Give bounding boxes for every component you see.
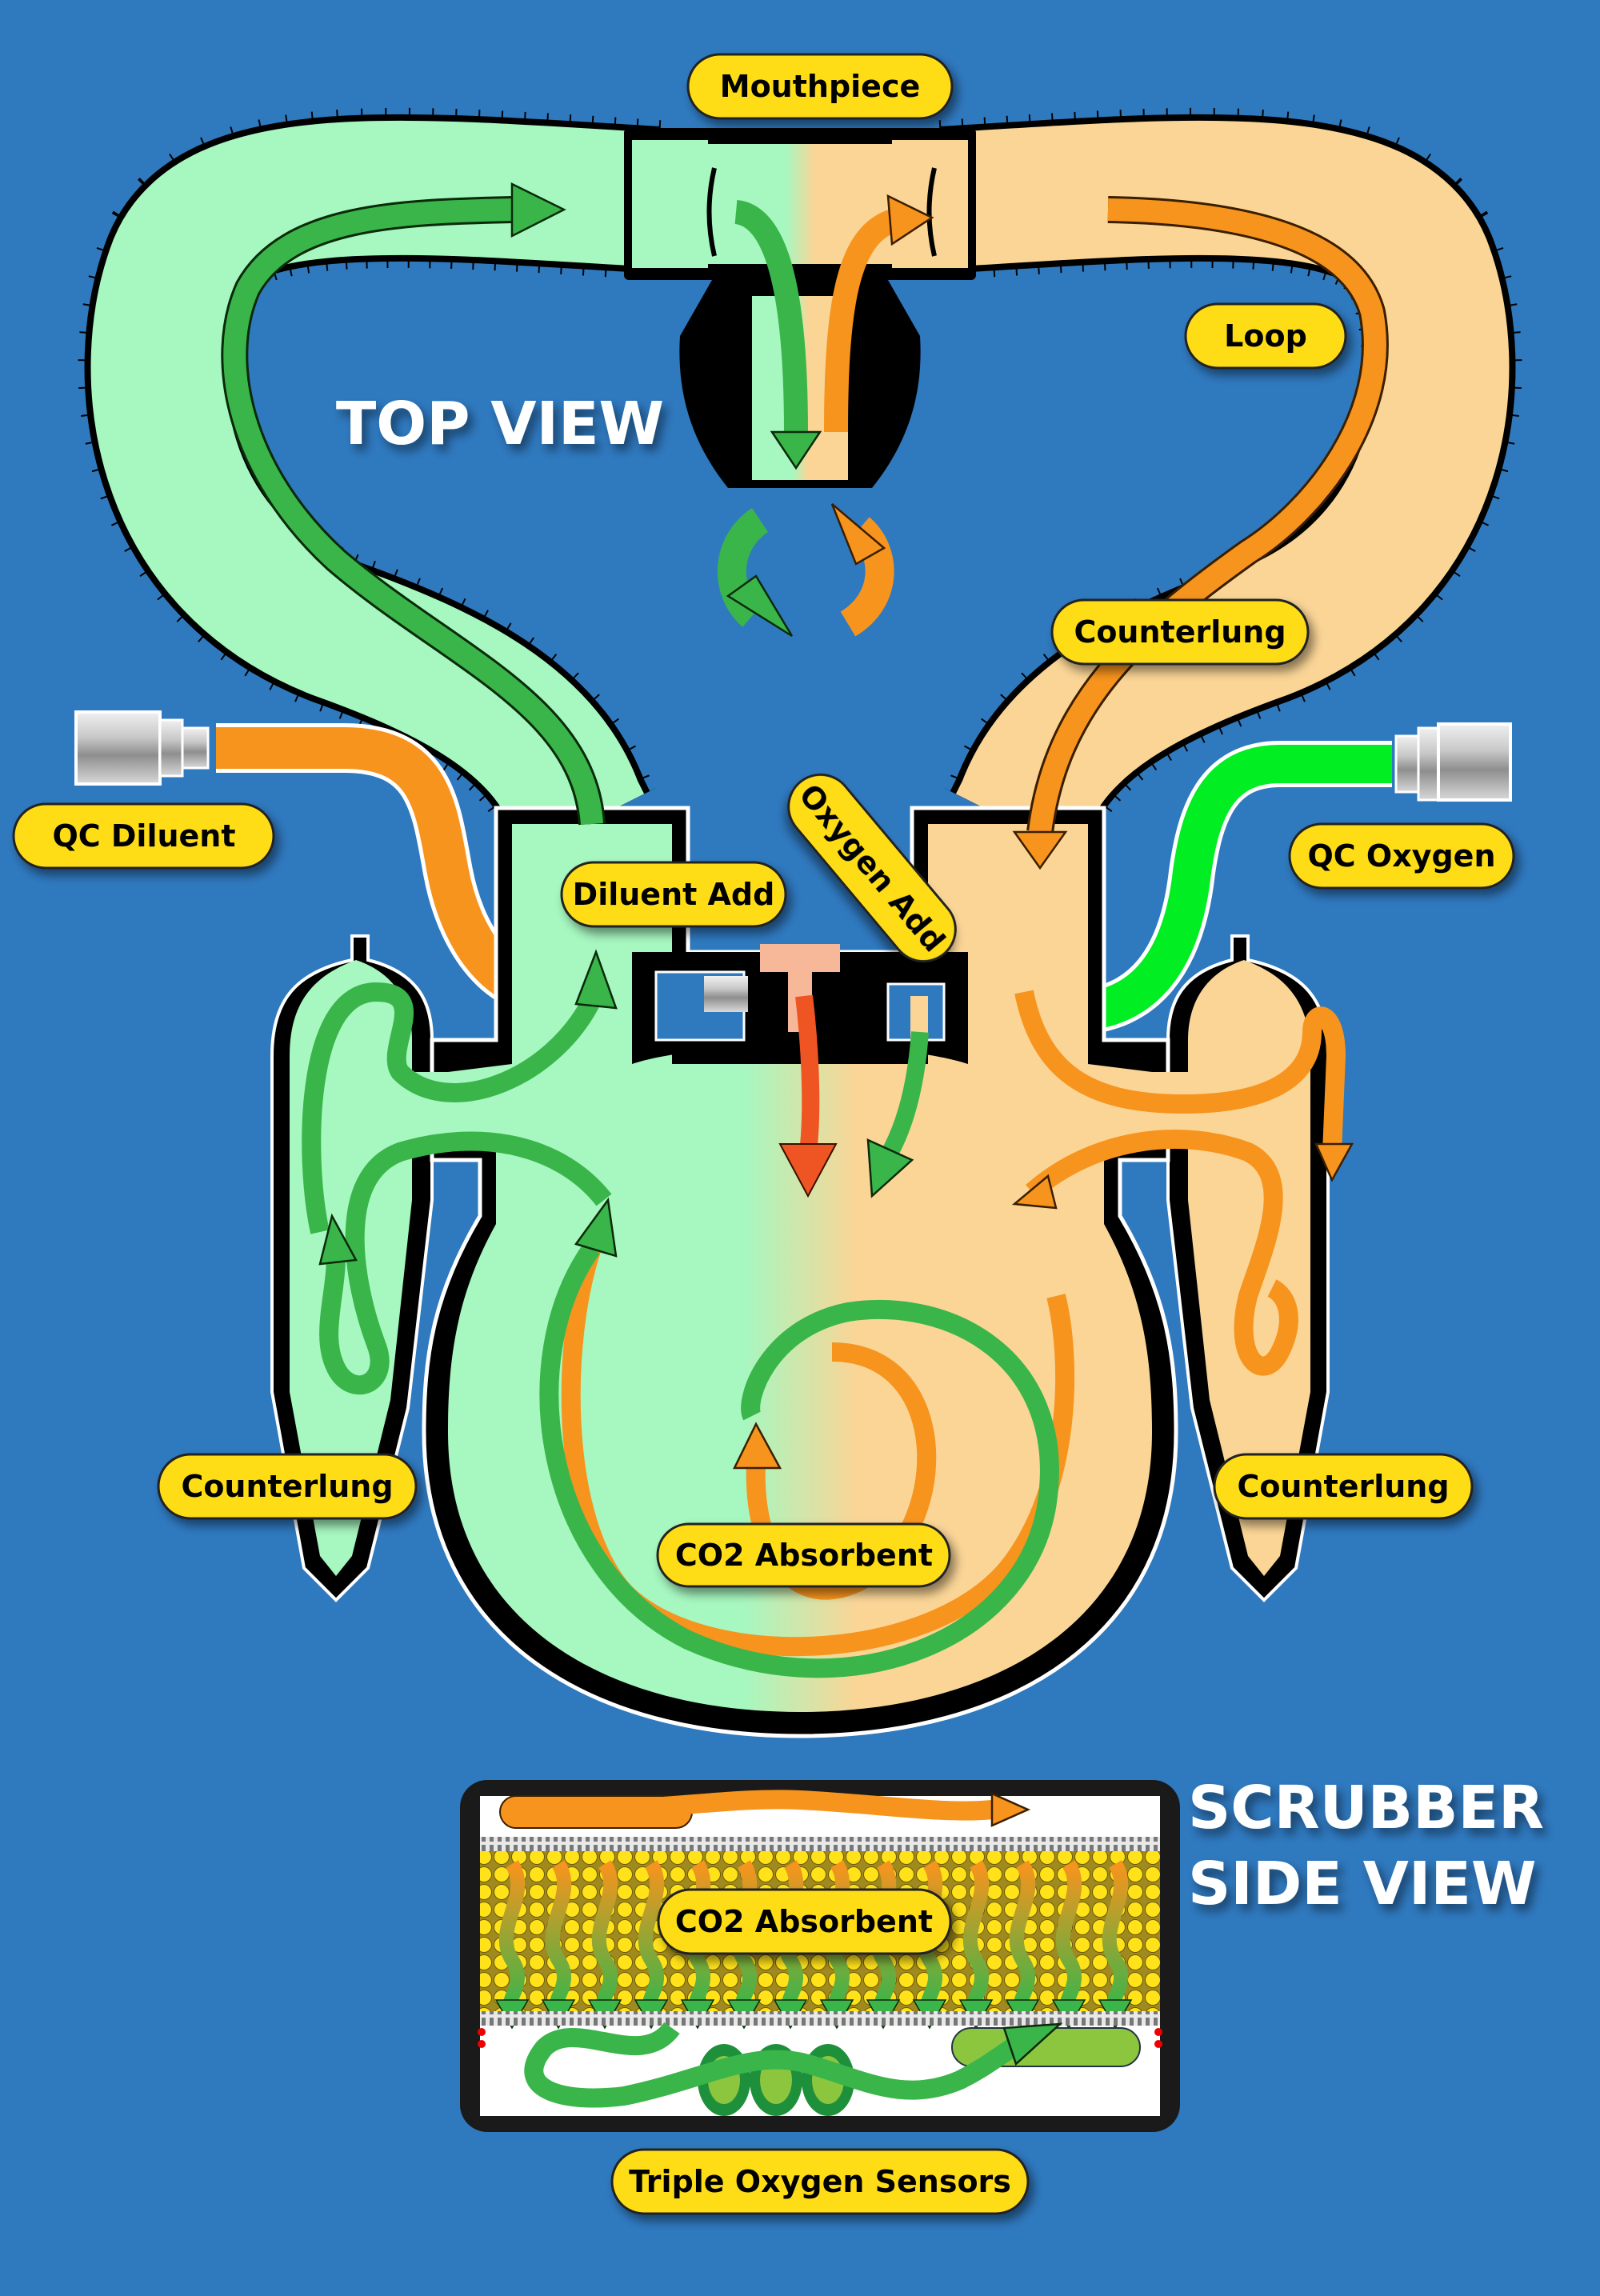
qc-diluent-connector-icon [74, 710, 210, 786]
scrubber-canister [412, 806, 1188, 1738]
triple-oxygen-sensors-label: Triple Oxygen Sensors [629, 2164, 1011, 2199]
flow-arrow-icon [498, 1860, 526, 2014]
label-co2-absorbent-side: CO2 Absorbent [657, 1888, 952, 1955]
label-triple-oxygen-sensors: Triple Oxygen Sensors [610, 2148, 1030, 2215]
scrubber-side-view-title: SCRUBBER SIDE VIEW [1188, 1774, 1544, 1918]
label-diluent-add: Diluent Add [560, 861, 787, 928]
label-loop: Loop [1184, 302, 1347, 370]
diluent-add-label: Diluent Add [573, 877, 775, 912]
label-counterlung-right: Counterlung [1213, 1453, 1474, 1520]
label-counterlung-left: Counterlung [157, 1453, 418, 1520]
flow-arrow-icon [591, 1860, 618, 2014]
flow-arrows [221, 182, 1389, 1678]
co2-absorbent-side-label: CO2 Absorbent [675, 1904, 933, 1939]
scrubber-title-line1: SCRUBBER [1188, 1774, 1544, 1842]
flow-arrow-icon [916, 1860, 943, 2014]
label-counterlung-upper: Counterlung [1050, 598, 1310, 666]
label-qc-diluent: QC Diluent [12, 802, 275, 870]
flow-arrow-icon [1102, 1860, 1129, 2014]
qc-oxygen-label: QC Oxygen [1307, 838, 1495, 874]
scrubber-side-view [460, 1780, 1180, 2132]
qc-oxygen-connector-icon [1394, 722, 1512, 802]
scrubber-title-line2: SIDE VIEW [1188, 1850, 1537, 1918]
flow-arrow-icon [638, 1860, 665, 2014]
co2-absorbent-top-label: CO2 Absorbent [675, 1538, 933, 1573]
flow-arrow-icon [1009, 1860, 1036, 2014]
mouthpiece-label: Mouthpiece [720, 69, 921, 104]
label-mouthpiece: Mouthpiece [686, 53, 954, 120]
mouthpiece-assembly [624, 128, 976, 488]
counterlung-upper-label: Counterlung [1074, 614, 1286, 650]
label-co2-absorbent-top: CO2 Absorbent [656, 1522, 951, 1588]
oxygen-supply [984, 722, 1512, 1035]
top-view-title: TOP VIEW [336, 390, 664, 458]
loop-label: Loop [1224, 318, 1307, 354]
qc-diluent-label: QC Diluent [52, 818, 235, 854]
breathing-loop [78, 107, 1522, 860]
flow-arrow-icon [962, 1860, 990, 2014]
counterlung-left-label: Counterlung [181, 1469, 393, 1504]
flow-arrow-icon [1055, 1860, 1082, 2014]
label-qc-oxygen: QC Oxygen [1288, 822, 1515, 890]
flow-arrow-icon [545, 1860, 572, 2014]
counterlung-right-label: Counterlung [1237, 1469, 1449, 1504]
